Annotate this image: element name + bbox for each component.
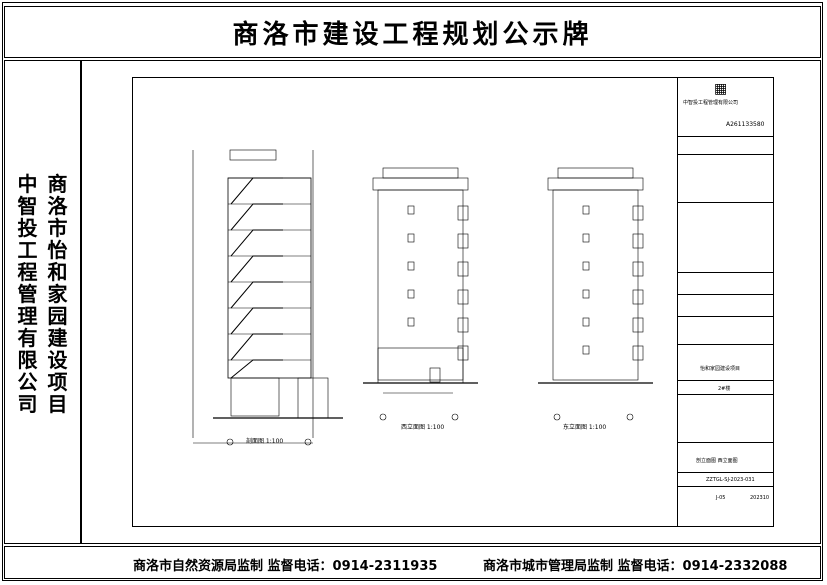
section-drawing-label: 剖面图 1:100: [246, 437, 283, 445]
east-elevation-label: 东立面图 1:100: [563, 423, 606, 431]
sheet-number-cell: J-05: [716, 495, 726, 501]
section-drawing: [192, 149, 343, 446]
east-elevation: [538, 167, 653, 421]
west-elevation: [363, 167, 478, 421]
footer-bar: 商洛市自然资源局监制 监督电话：0914-2311935 商洛市城市管理局监制 …: [4, 546, 821, 579]
project-name: 商洛市怡和家园建设项目: [47, 172, 68, 416]
company-name: 中智投工程管理有限公司: [17, 172, 38, 416]
drawing-name-cell: 剖立面图 西立面图: [696, 458, 738, 464]
architectural-drawings: 剖面图 1:100 西立面图 1:100 东立面图 1:100: [192, 149, 653, 446]
west-elevation-label: 西立面图 1:100: [401, 423, 444, 431]
sign-title: 商洛市建设工程规划公示牌: [4, 6, 821, 58]
left-info-column: 中智投工程管理有限公司 商洛市怡和家园建设项目: [4, 60, 81, 544]
footer-left-text: 商洛市自然资源局监制 监督电话：0914-2311935: [133, 559, 438, 574]
drawing-area: [81, 60, 821, 544]
cert-number: A261133580: [726, 121, 765, 128]
title-block: ▦ 中智投工程管理有限公司 A261133580 怡和家园建设项目 2#楼 剖立…: [677, 77, 774, 527]
company-logo-icon: ▦: [714, 81, 728, 97]
drawing-sheet: [132, 77, 774, 527]
footer-right-text: 商洛市城市管理局监制 监督电话：0914-2332088: [483, 559, 788, 574]
project-name-cell: 怡和家园建设项目: [700, 366, 741, 372]
building-cell: 2#楼: [718, 386, 731, 392]
title-block-company: 中智投工程管理有限公司: [683, 100, 739, 106]
drawing-number-cell: ZZTGL-SJ-2023-031: [706, 477, 755, 483]
date-cell: 202310: [750, 495, 770, 501]
